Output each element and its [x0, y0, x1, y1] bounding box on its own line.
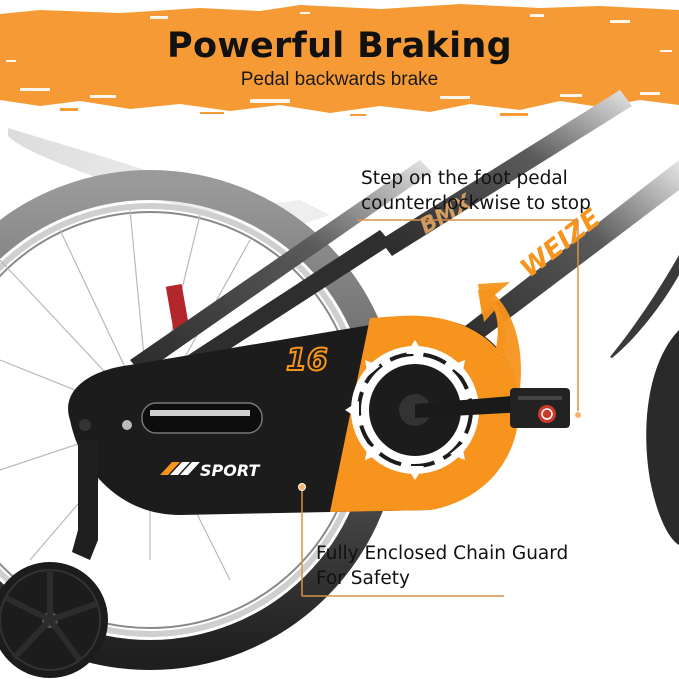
svg-text:SPORT: SPORT — [200, 461, 260, 480]
callout-dot-icon — [298, 483, 306, 491]
callout-dot-icon — [574, 411, 582, 419]
chain-guard-callout: Fully Enclosed Chain Guard For Safety — [316, 541, 646, 591]
front-fender-and-tire — [610, 255, 679, 545]
callout-pedal-line — [357, 219, 582, 419]
callout-line-2: counterclockwise to stop — [361, 193, 591, 214]
page-subtitle: Pedal backwards brake — [240, 69, 439, 90]
callout-line-1: Fully Enclosed Chain Guard — [316, 543, 569, 564]
callout-line-2: For Safety — [316, 568, 410, 589]
svg-text:16: 16 — [286, 343, 328, 378]
callout-chain-guard-line — [298, 483, 504, 597]
pedal-brake-callout: Step on the foot pedal counterclockwise … — [361, 166, 671, 216]
brush-stroke-banner — [0, 4, 679, 116]
training-wheel-assembly — [0, 405, 108, 678]
pedal — [510, 388, 570, 428]
chain-guard: 16 SPORT — [68, 315, 562, 515]
curved-arrow-icon — [478, 282, 521, 388]
sport-logo: SPORT — [160, 461, 260, 480]
callout-line-1: Step on the foot pedal — [361, 168, 568, 189]
page-title: Powerful Braking — [167, 26, 512, 66]
